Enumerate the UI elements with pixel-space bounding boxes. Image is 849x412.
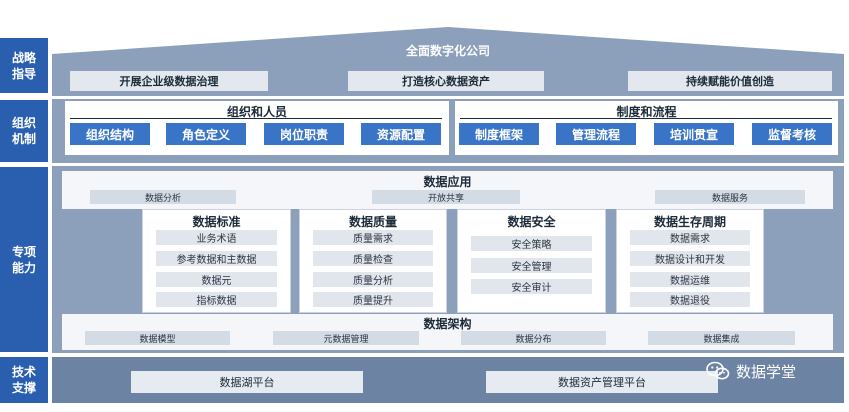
strategy-item-governance: 开展企业级数据治理 [70,71,268,91]
card-lifecycle-item: 数据需求 [630,230,750,245]
arch-item-distribution: 数据分布 [461,331,606,345]
roof-title: 全面数字化公司 [405,44,490,58]
card-lifecycle-item: 数据运维 [630,272,750,287]
org-left-title: 组织和人员 [226,105,287,119]
arch-item-integration: 数据集成 [648,331,795,345]
arch-item-model: 数据模型 [85,331,230,345]
app-item-service: 数据服务 [655,190,805,204]
watermark: 数据学堂 [706,359,796,383]
card-quality-item: 质量分析 [313,272,433,287]
side-label-strategy: 战略 指导 [0,38,48,93]
org-item-framework: 制度框架 [459,123,539,145]
card-security-title: 数据安全 [507,215,556,229]
card-security-item: 安全管理 [471,258,592,273]
org-item-process: 管理流程 [556,123,636,145]
card-standard-title: 数据标准 [192,215,241,229]
org-item-roles: 角色定义 [166,123,246,145]
side-label-capability: 专项 能力 [0,167,48,352]
org-item-supervision: 监督考核 [752,123,832,145]
card-lifecycle-title: 数据生存周期 [653,215,726,229]
tech-item-asset-platform: 数据资产管理平台 [486,371,718,393]
card-lifecycle-item: 数据设计和开发 [630,251,750,266]
strategy-roof [52,27,844,68]
arch-item-metadata: 元数据管理 [273,331,419,345]
org-item-structure: 组织结构 [70,123,150,145]
card-standard-item: 参考数据和主数据 [156,251,277,266]
strategy-item-value: 持续赋能价值创造 [628,71,832,91]
card-standard-item: 数据元 [156,272,277,287]
org-left-divider [70,118,442,119]
watermark-text: 数据学堂 [736,362,797,381]
strategy-item-assets: 打造核心数据资产 [348,71,544,91]
card-security-item: 安全审计 [471,279,592,294]
side-label-tech: 技术 支撑 [0,357,48,403]
app-item-analysis: 数据分析 [90,190,236,204]
arch-title: 数据架构 [423,317,472,331]
org-item-duties: 岗位职责 [264,123,344,145]
app-item-sharing: 开放共享 [372,190,520,204]
org-right-title: 制度和流程 [616,105,677,119]
org-item-training: 培训贯宣 [654,123,734,145]
card-standard-item: 业务术语 [156,230,277,245]
org-item-resources: 资源配置 [361,123,441,145]
org-right-divider [460,118,832,119]
app-title: 数据应用 [423,175,472,189]
card-security-item: 安全策略 [471,236,592,251]
card-quality-item: 质量检查 [313,251,433,266]
tech-item-datalake: 数据湖平台 [131,371,363,393]
card-lifecycle-item: 数据退役 [630,292,750,307]
card-quality-item: 质量需求 [313,230,433,245]
card-quality-item: 质量提升 [313,292,433,307]
card-standard-item: 指标数据 [156,292,277,307]
side-label-org: 组织 机制 [0,100,48,162]
wechat-icon [706,361,730,381]
card-quality-title: 数据质量 [348,215,397,229]
